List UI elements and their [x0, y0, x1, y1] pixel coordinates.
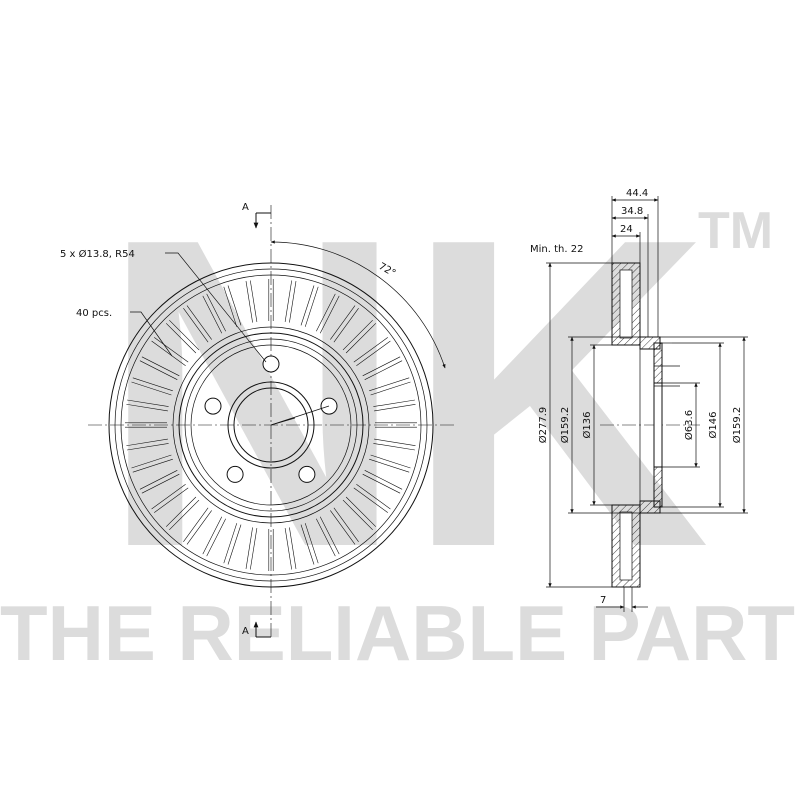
flange-face: [653, 382, 663, 468]
vent-slot-edge: [245, 281, 253, 323]
vent-slot-edge: [245, 527, 253, 569]
vent-slot-edge: [250, 280, 258, 322]
vent-slot-edge: [131, 381, 172, 396]
vent-slot-edge: [202, 295, 223, 334]
section-marker-bottom: A: [242, 621, 271, 638]
diam-hat-right-label: Ø159.2: [731, 407, 743, 444]
vent-slot-edge: [151, 340, 186, 366]
vent-slot-edge: [126, 438, 168, 446]
bolt-hole: [204, 397, 222, 415]
vent-slot-edge: [165, 323, 197, 354]
diam-inner-right-label: Ø146: [707, 412, 719, 439]
vent-slot-edge: [300, 524, 315, 565]
vent-slot-edge: [206, 293, 226, 332]
watermark-tagline: THE RELIABLE PART: [0, 589, 795, 677]
vent-slot-edge: [183, 507, 209, 542]
vent-gap-top: [619, 269, 633, 339]
vent-slot-edge: [186, 305, 212, 340]
vent-slot-edge: [223, 523, 238, 564]
vent-slot-edge: [289, 527, 297, 569]
vent-slot-edge: [227, 524, 242, 565]
vent-slot-edge: [139, 360, 178, 380]
vent-slot-edge: [373, 443, 415, 451]
section-marker-top: A: [242, 202, 271, 229]
vent-slot-edge: [223, 286, 238, 327]
vent-slot-edge: [333, 507, 359, 542]
vent-slot-edge: [154, 487, 189, 513]
vent-slot-edge: [126, 404, 168, 412]
vent-count-leader: [130, 311, 173, 357]
vent-slot-edge: [319, 516, 340, 555]
vent-slot-edge: [183, 308, 209, 343]
flange-thickness-label: 7: [600, 595, 606, 606]
vent-slot-edge: [165, 496, 197, 527]
vent-slot-edge: [141, 356, 180, 377]
vent-slot-edge: [227, 285, 242, 326]
vent-slot-edge: [132, 377, 173, 392]
diam-outer-label: Ø277.9: [537, 407, 549, 444]
vent-slot-edge: [284, 528, 292, 570]
vent-slot-edge: [202, 516, 223, 555]
width-hat-label: 34.8: [621, 206, 643, 217]
center-bore: [233, 387, 309, 463]
bolt-hole: [262, 355, 280, 373]
center-bore-outer: [227, 381, 315, 469]
vent-slot-edge: [369, 377, 410, 392]
vent-slot-edge: [374, 404, 416, 412]
vent-slot-edge: [353, 487, 388, 513]
bolt-pattern-leader: [165, 252, 267, 363]
vent-slot-edge: [151, 484, 186, 510]
vent-slot-edge: [373, 399, 415, 407]
vent-slot-edge: [169, 319, 200, 351]
min-thickness-label: Min. th. 22: [530, 244, 583, 255]
vent-slot-edge: [250, 528, 258, 570]
vent-gap-bottom: [619, 511, 633, 581]
diam-inner-left-label: Ø136: [581, 412, 593, 439]
vent-slot-edge: [127, 443, 169, 451]
watermark-logo: NK: [100, 148, 710, 639]
bolt-hole: [298, 465, 316, 483]
vent-slot-edge: [370, 454, 411, 469]
vent-slot-edge: [131, 454, 172, 469]
vent-slot-edge: [316, 518, 336, 557]
front-view: A A 72° 5 x Ø13.8, R54 40 pcs.: [60, 202, 455, 640]
vent-slot-edge: [186, 510, 212, 545]
flange-section-top: [653, 342, 663, 384]
vent-slot-edge: [304, 523, 319, 564]
vent-slot-edge: [141, 473, 180, 494]
vent-slot-edge: [342, 499, 373, 531]
vent-slot-edge: [364, 470, 403, 490]
diam-center-bore-label: Ø63.6: [683, 410, 695, 440]
vent-slot-edge: [139, 470, 178, 490]
watermark-trademark: TM: [698, 202, 773, 260]
vent-slot-edge: [206, 518, 226, 557]
watermark: NK TM THE RELIABLE PART: [0, 148, 795, 677]
vent-slot-edge: [330, 510, 356, 545]
bolt-pattern-label: 5 x Ø13.8, R54: [60, 248, 135, 260]
vent-slot-edge: [356, 484, 391, 510]
vent-slot-edge: [169, 499, 200, 531]
vent-slot-edge: [127, 399, 169, 407]
vent-slot-edge: [370, 381, 411, 396]
vent-slot-edge: [132, 458, 173, 473]
vent-slot-edge: [374, 438, 416, 446]
vent-count-label: 40 pcs.: [76, 308, 112, 319]
bolt-hole: [226, 465, 244, 483]
diam-hat-left-label: Ø159.2: [559, 407, 571, 444]
section-marker-bottom-label: A: [242, 626, 249, 637]
vent-slot-edge: [345, 496, 377, 527]
vent-slot-edge: [369, 458, 410, 473]
flange-section-bottom: [653, 466, 663, 508]
width-overall-label: 44.4: [626, 188, 648, 199]
section-marker-top-label: A: [242, 202, 249, 213]
vent-slot-edge: [154, 337, 189, 363]
bolt-radius-line-2: [270, 417, 296, 426]
side-view: 44.4 34.8 24 Min. th. 22 Ø277.9 Ø159.2 Ø…: [530, 188, 748, 612]
vent-slot-edge: [362, 473, 401, 494]
disc-thickness-label: 24: [620, 224, 633, 235]
angle-arc: [270, 240, 446, 369]
